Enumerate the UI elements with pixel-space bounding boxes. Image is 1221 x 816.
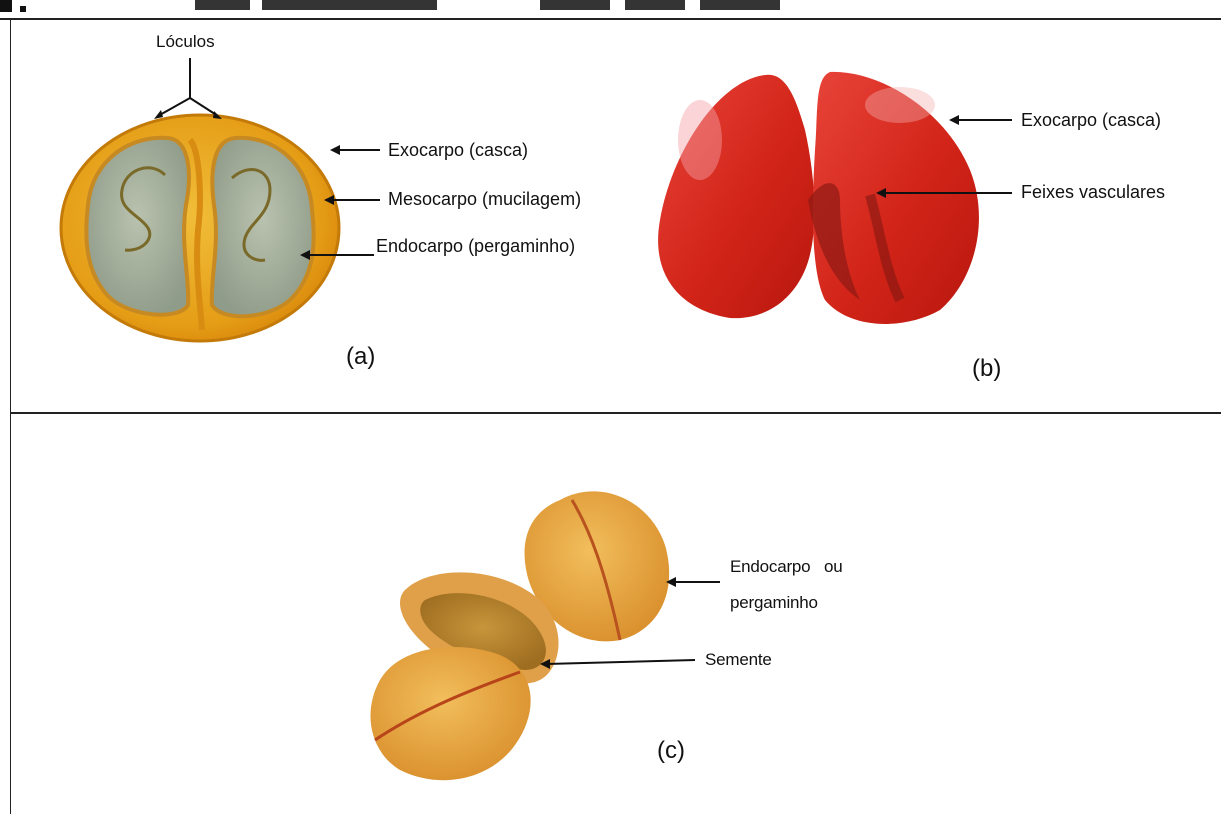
label-semente: Semente xyxy=(705,650,772,670)
caption-c: (c) xyxy=(657,737,685,765)
label-endocarpo-c-line1: Endocarpo ou xyxy=(730,557,843,577)
bean-lower xyxy=(370,647,530,780)
label-endocarpo-c-line2: pergaminho xyxy=(730,593,818,613)
